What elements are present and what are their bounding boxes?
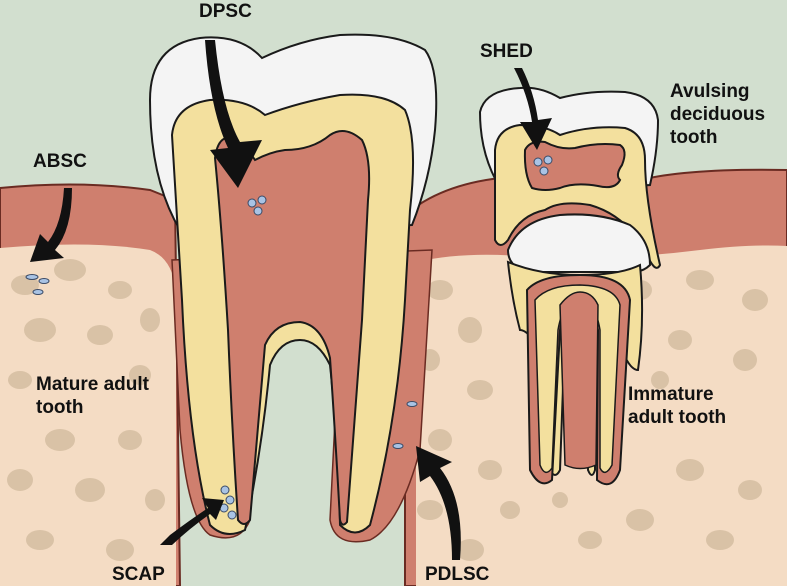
avulsing-deciduous-tooth-label: Avulsing deciduous tooth [670,80,765,149]
shed-label-text: SHED [480,41,533,62]
pdlsc-label: PDLSC [425,563,489,586]
mature-tooth-pulp [213,130,371,526]
stem-cells [25,155,553,520]
avulsing-line-1: Avulsing [670,81,750,102]
scap-arrow [160,498,224,545]
dpsc-label: DPSC [199,0,252,23]
absc-label-text: ABSC [33,151,87,172]
immature-tooth-dentin-root [534,284,621,474]
immature-line-2: adult tooth [628,407,727,428]
immature-adult-tooth-label: Immature adult tooth [628,383,726,429]
absc-label: ABSC [33,150,87,173]
immature-tooth-pulp [559,291,599,470]
pointer-arrows [30,40,552,560]
mature-adult-tooth-label: Mature adult tooth [36,373,149,419]
pdlsc-arrow [416,446,461,560]
absc-arrow [30,188,72,262]
pdlsc-label-text: PDLSC [425,564,490,585]
mature-line-1: Mature adult [36,374,149,395]
shed-label: SHED [480,40,533,63]
avulsing-line-3: tooth [670,127,718,148]
immature-line-1: Immature [628,384,714,405]
deciduous-tooth-pulp [523,140,626,191]
mature-line-2: tooth [36,397,84,418]
dpsc-label-text: DPSC [199,1,252,22]
avulsing-line-2: deciduous [670,104,766,125]
scap-label: SCAP [112,563,165,586]
dpsc-arrow [205,40,262,188]
scap-label-text: SCAP [112,564,165,585]
shed-arrow [514,68,552,150]
